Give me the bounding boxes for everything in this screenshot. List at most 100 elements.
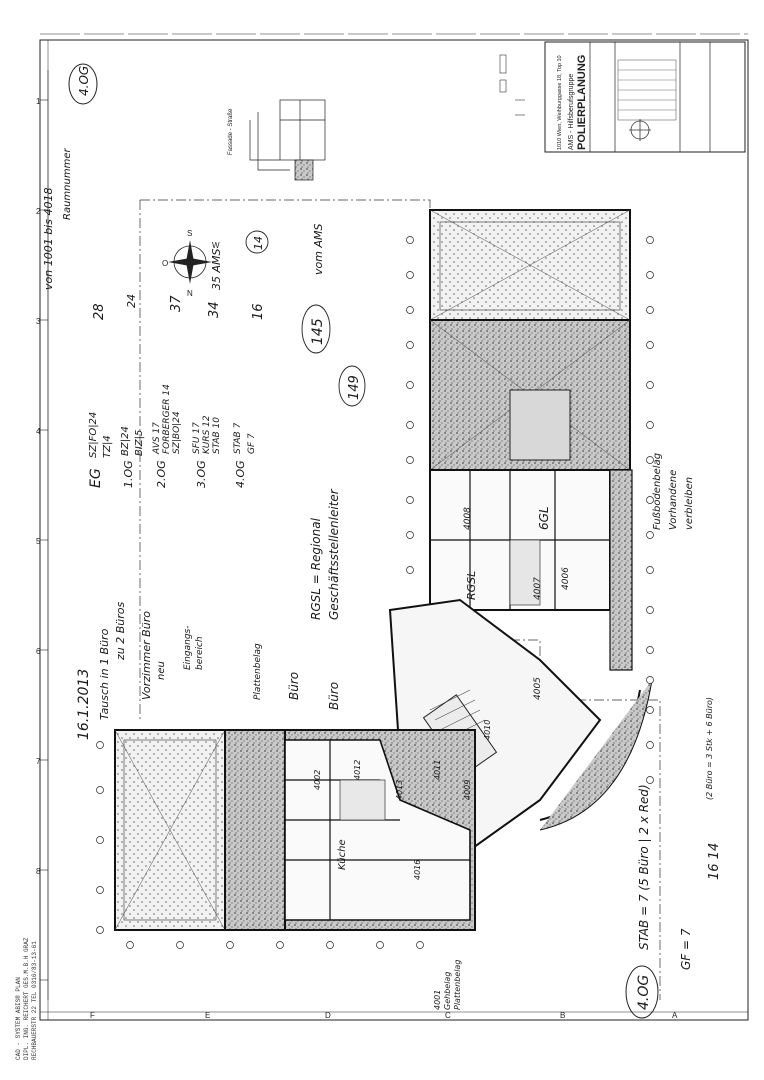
compass-s: N	[187, 289, 193, 298]
room-4012: 4012	[353, 760, 362, 780]
scale-mark-1: 1	[36, 97, 41, 106]
og2-row-2: FORBERGER 14	[162, 384, 172, 454]
room-kuche: Küche	[337, 839, 348, 870]
margin-note-1: von 1001 bis 4018	[42, 188, 55, 290]
og2-row-1: AVS 17	[152, 422, 162, 455]
count-149: 149	[347, 375, 362, 400]
gf-line: GF = 7	[679, 928, 693, 970]
room-4010: 4010	[483, 720, 492, 740]
compass-rose: S O N W	[162, 229, 220, 298]
edge-letter-c: C	[445, 1011, 451, 1020]
gf-sum: 16 14	[707, 843, 722, 880]
count-14: 14	[252, 236, 265, 250]
scale-mark-4: 4	[36, 427, 41, 436]
og2-row-3: SZ|BO|24	[172, 411, 182, 454]
title-project: AMS - Hilfsberufsgruppe	[568, 74, 575, 150]
room-4009: 4009	[463, 780, 472, 800]
og4-row-2: GF 7	[247, 433, 257, 454]
title-company: POLIERPLANUNG	[576, 55, 588, 150]
note-date: 16.1.2013	[76, 669, 92, 740]
room-4013: 4013	[395, 780, 404, 800]
edge-letters: F E D C B A	[90, 1011, 678, 1020]
scale-mark-3: 3	[36, 317, 41, 326]
scale-mark-7: 7	[36, 757, 41, 766]
rgsl-note-2: Geschäftsstellenleiter	[327, 488, 341, 620]
scale-mark-6: 6	[36, 647, 41, 656]
legend-4: Plattenbelag	[253, 643, 263, 700]
scale-mark-8: 8	[36, 867, 41, 876]
edge-letter-d: D	[325, 1011, 331, 1020]
floor-2og: 2.OG	[155, 460, 168, 488]
room-4001b: Gehbelag	[443, 972, 452, 1010]
og3-row-3: STAB 10	[212, 417, 222, 454]
room-4002: 4002	[313, 770, 322, 790]
footer-line-2: DIPL. ING. REICHERT GES.M.B.H GRAZ	[23, 937, 30, 1060]
margin-note-2: Raumnummer	[62, 148, 73, 220]
edge-letter-e: E	[205, 1011, 210, 1020]
room-4011: 4011	[433, 760, 442, 780]
sheet-id-bottom: 4.OG	[636, 975, 652, 1010]
site-boundary	[139, 199, 661, 1000]
room-4016: 4016	[413, 860, 422, 880]
room-6gl: 6GL	[537, 506, 551, 530]
count-34: 34	[207, 301, 222, 318]
footer-line-3: RECHBAUERSTR 22 TEL 0316/83-13-61	[31, 941, 38, 1060]
gf-note: (2 Büro = 3 Stk + 6 Büro)	[705, 697, 714, 800]
scale-mark-5: 5	[36, 537, 41, 546]
eg-row-2: TZ|4	[102, 435, 113, 458]
compass-n: S	[187, 229, 192, 238]
room-rgsl: RGSL	[465, 571, 478, 600]
legend-1: Tausch in 1 Büro	[98, 628, 111, 720]
legend-6: Büro	[327, 682, 341, 710]
count-16: 16	[251, 303, 266, 320]
room-4005: 4005	[533, 677, 543, 700]
og4-row-1: STAB 7	[233, 422, 243, 454]
room-4007: 4007	[533, 577, 543, 600]
legend-3b: bereich	[195, 636, 205, 670]
edge-letter-b: B	[560, 1011, 565, 1020]
edge-letter-f: F	[90, 1011, 95, 1020]
building-right-wing	[429, 209, 633, 671]
footer-line-1: CAD - SYSTEM ABIS® PLAN	[15, 977, 22, 1060]
count-28: 28	[92, 303, 107, 320]
room-4001: 4001	[433, 990, 442, 1010]
cad-footer: CAD - SYSTEM ABIS® PLAN DIPL. ING. REICH…	[15, 937, 38, 1060]
building-left-wing	[114, 729, 476, 931]
count-37: 37	[169, 295, 184, 312]
count-35: 35 AMS	[210, 248, 223, 290]
floor-1og: 1.OG	[122, 460, 135, 488]
og1-row-2: BIZ|5	[134, 430, 145, 456]
legend-2b: neu	[156, 661, 167, 680]
legend-3: Eingangs-	[183, 626, 193, 670]
vom-ams: vom AMS	[312, 224, 325, 275]
og1-row-1: BZ|24	[120, 426, 131, 456]
facade-section-detail	[249, 99, 326, 181]
small-detail-marks	[499, 54, 525, 116]
compass-o: O	[162, 259, 168, 268]
compass-w: W	[212, 241, 220, 250]
edge-letter-a: A	[672, 1011, 678, 1020]
floor-3og: 3.OG	[195, 460, 208, 488]
title-address: 1010 Wien, Weihburggasse 18, Top 10	[557, 55, 563, 150]
scale-mark-2: 2	[36, 207, 41, 216]
og3-row-1: SFU 17	[192, 422, 202, 454]
legend-5: Büro	[287, 672, 301, 700]
scale-labels: 1 2 3 4 5 6 7 8	[36, 97, 41, 876]
room-4001c: Plattenbelag	[453, 960, 462, 1010]
eg-row-1: SZ|FO|24	[88, 412, 99, 458]
floor-eg: EG	[88, 468, 104, 488]
grid-axis-bubbles	[96, 236, 654, 949]
sheet-id-top: 4.OG	[77, 66, 91, 96]
rgsl-note: RGSL = Regional	[309, 517, 323, 620]
stab-line: STAB = 7 (5 Büro | 2 x Red)	[637, 784, 651, 950]
right-note-3: verbleiben	[684, 477, 695, 530]
right-note-2: Vorhandene	[668, 470, 679, 530]
facade-detail-label: Fassade - Straße	[228, 108, 234, 155]
room-4006: 4006	[561, 567, 571, 590]
handwritten-annotations: 16.1.2013 Tausch in 1 Büro zu 2 Büros Vo…	[42, 63, 722, 1019]
count-24: 24	[125, 294, 138, 308]
right-note-1: Fußbodenbelag	[652, 453, 663, 530]
legend-2: Vorzimmer Büro	[140, 611, 153, 700]
legend-1b: zu 2 Büros	[114, 601, 127, 661]
